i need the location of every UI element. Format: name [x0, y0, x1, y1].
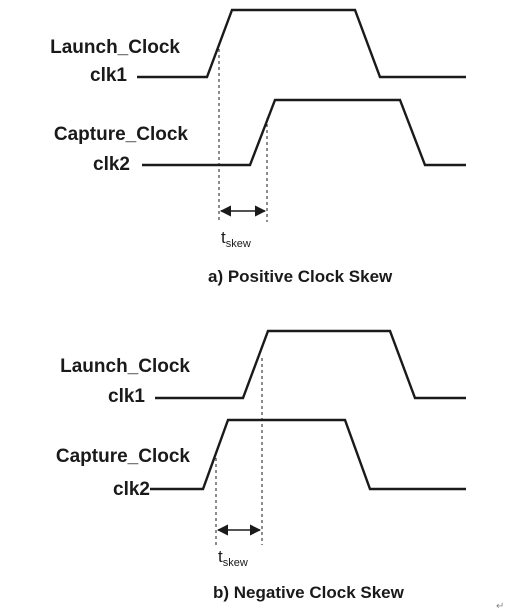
return-mark: ↵ [496, 601, 504, 612]
launch-clock-waveform [155, 329, 466, 400]
clk1-label: clk1 [90, 65, 127, 86]
capture-clock-waveform [142, 98, 466, 167]
panel-positive-skew: Launch_Clock clk1 Capture_Clock clk2 tsk… [50, 8, 466, 286]
clk2-label: clk2 [93, 154, 130, 175]
negative-skew-caption: b) Negative Clock Skew [213, 583, 405, 602]
clk2-label: clk2 [113, 479, 150, 500]
launch-clock-waveform [137, 8, 466, 79]
launch-clock-label: Launch_Clock [50, 37, 180, 58]
launch-clock-label: Launch_Clock [60, 356, 190, 377]
capture-clock-label: Capture_Clock [56, 446, 191, 467]
capture-clock-label: Capture_Clock [54, 124, 189, 145]
capture-clock-waveform [150, 418, 466, 491]
tskew-label: tskew [221, 228, 251, 250]
tskew-label: tskew [218, 547, 248, 569]
panel-negative-skew: Launch_Clock clk1 Capture_Clock clk2 tsk… [56, 329, 466, 602]
positive-skew-caption: a) Positive Clock Skew [208, 267, 393, 286]
clk1-label: clk1 [108, 386, 145, 407]
